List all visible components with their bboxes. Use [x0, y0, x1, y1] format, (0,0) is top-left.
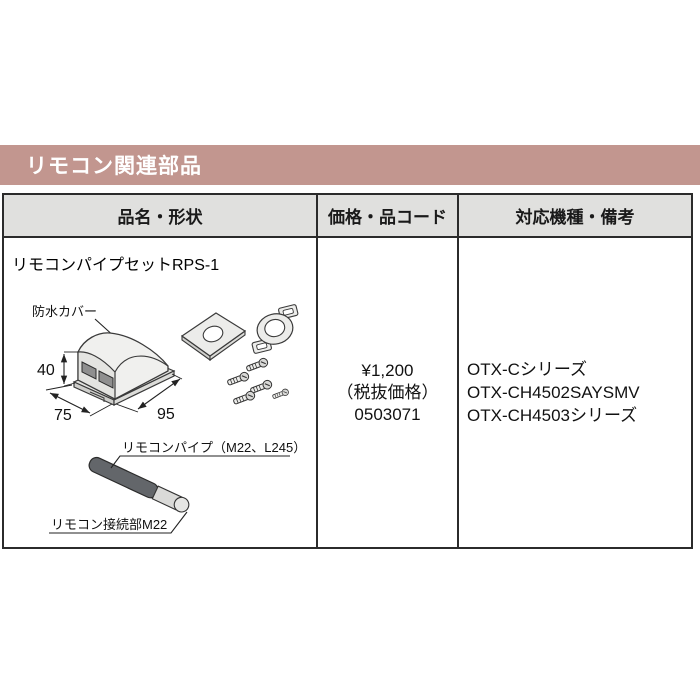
product-diagram: 防水カバー 40	[32, 304, 306, 534]
model-item: OTX-CH4503シリーズ	[467, 406, 638, 425]
model-item: OTX-Cシリーズ	[467, 360, 588, 379]
model-item: OTX-CH4502SAYSMV	[467, 383, 640, 402]
dimension-height-label: 40	[37, 362, 55, 379]
column-header-name-shape: 品名・形状	[4, 195, 318, 238]
price-value: ¥1,200	[361, 360, 414, 380]
product-name: リモコンパイプセットRPS-1	[12, 257, 220, 274]
cover-slot-left	[81, 361, 97, 380]
section-title: リモコン関連部品	[26, 155, 202, 178]
cell-name-shape: リモコンパイプセットRPS-1 防水カバー	[4, 238, 318, 547]
screws	[225, 356, 290, 407]
grommet	[251, 304, 299, 354]
remote-pipe	[88, 456, 190, 513]
dimension-width-label: 95	[157, 406, 175, 423]
waterproof-cover-label: 防水カバー	[32, 304, 97, 319]
column-header-price-code: 価格・品コード	[318, 195, 459, 238]
pipe-label-group: リモコンパイプ（M22、L245）	[110, 440, 306, 469]
pipe-label: リモコンパイプ（M22、L245）	[122, 440, 306, 455]
cell-models-notes: OTX-Cシリーズ OTX-CH4502SAYSMV OTX-CH4503シリー…	[459, 238, 691, 547]
plate-hole	[202, 325, 224, 343]
dimension-depth-label: 75	[54, 407, 72, 424]
mounting-plate	[180, 312, 247, 362]
dimension-depth: 75	[45, 384, 113, 424]
connector-label-group: リモコン接続部M22	[49, 511, 188, 534]
column-header-models-notes: 対応機種・備考	[459, 195, 691, 238]
parts-table: 品名・形状 価格・品コード 対応機種・備考 リモコンパイプセットRPS-1 防水…	[2, 193, 693, 549]
cell-price-code: ¥1,200 （税抜価格） 0503071	[318, 238, 459, 547]
dimension-width: 95	[115, 373, 183, 423]
connector-label: リモコン接続部M22	[51, 517, 167, 532]
section-header-bar: リモコン関連部品	[0, 145, 700, 185]
dimension-height: 40	[37, 351, 78, 387]
pipe-connector-end	[173, 496, 190, 513]
product-code: 0503071	[354, 404, 421, 424]
cover-slot-right	[98, 370, 114, 389]
price-note: （税抜価格）	[336, 382, 439, 402]
